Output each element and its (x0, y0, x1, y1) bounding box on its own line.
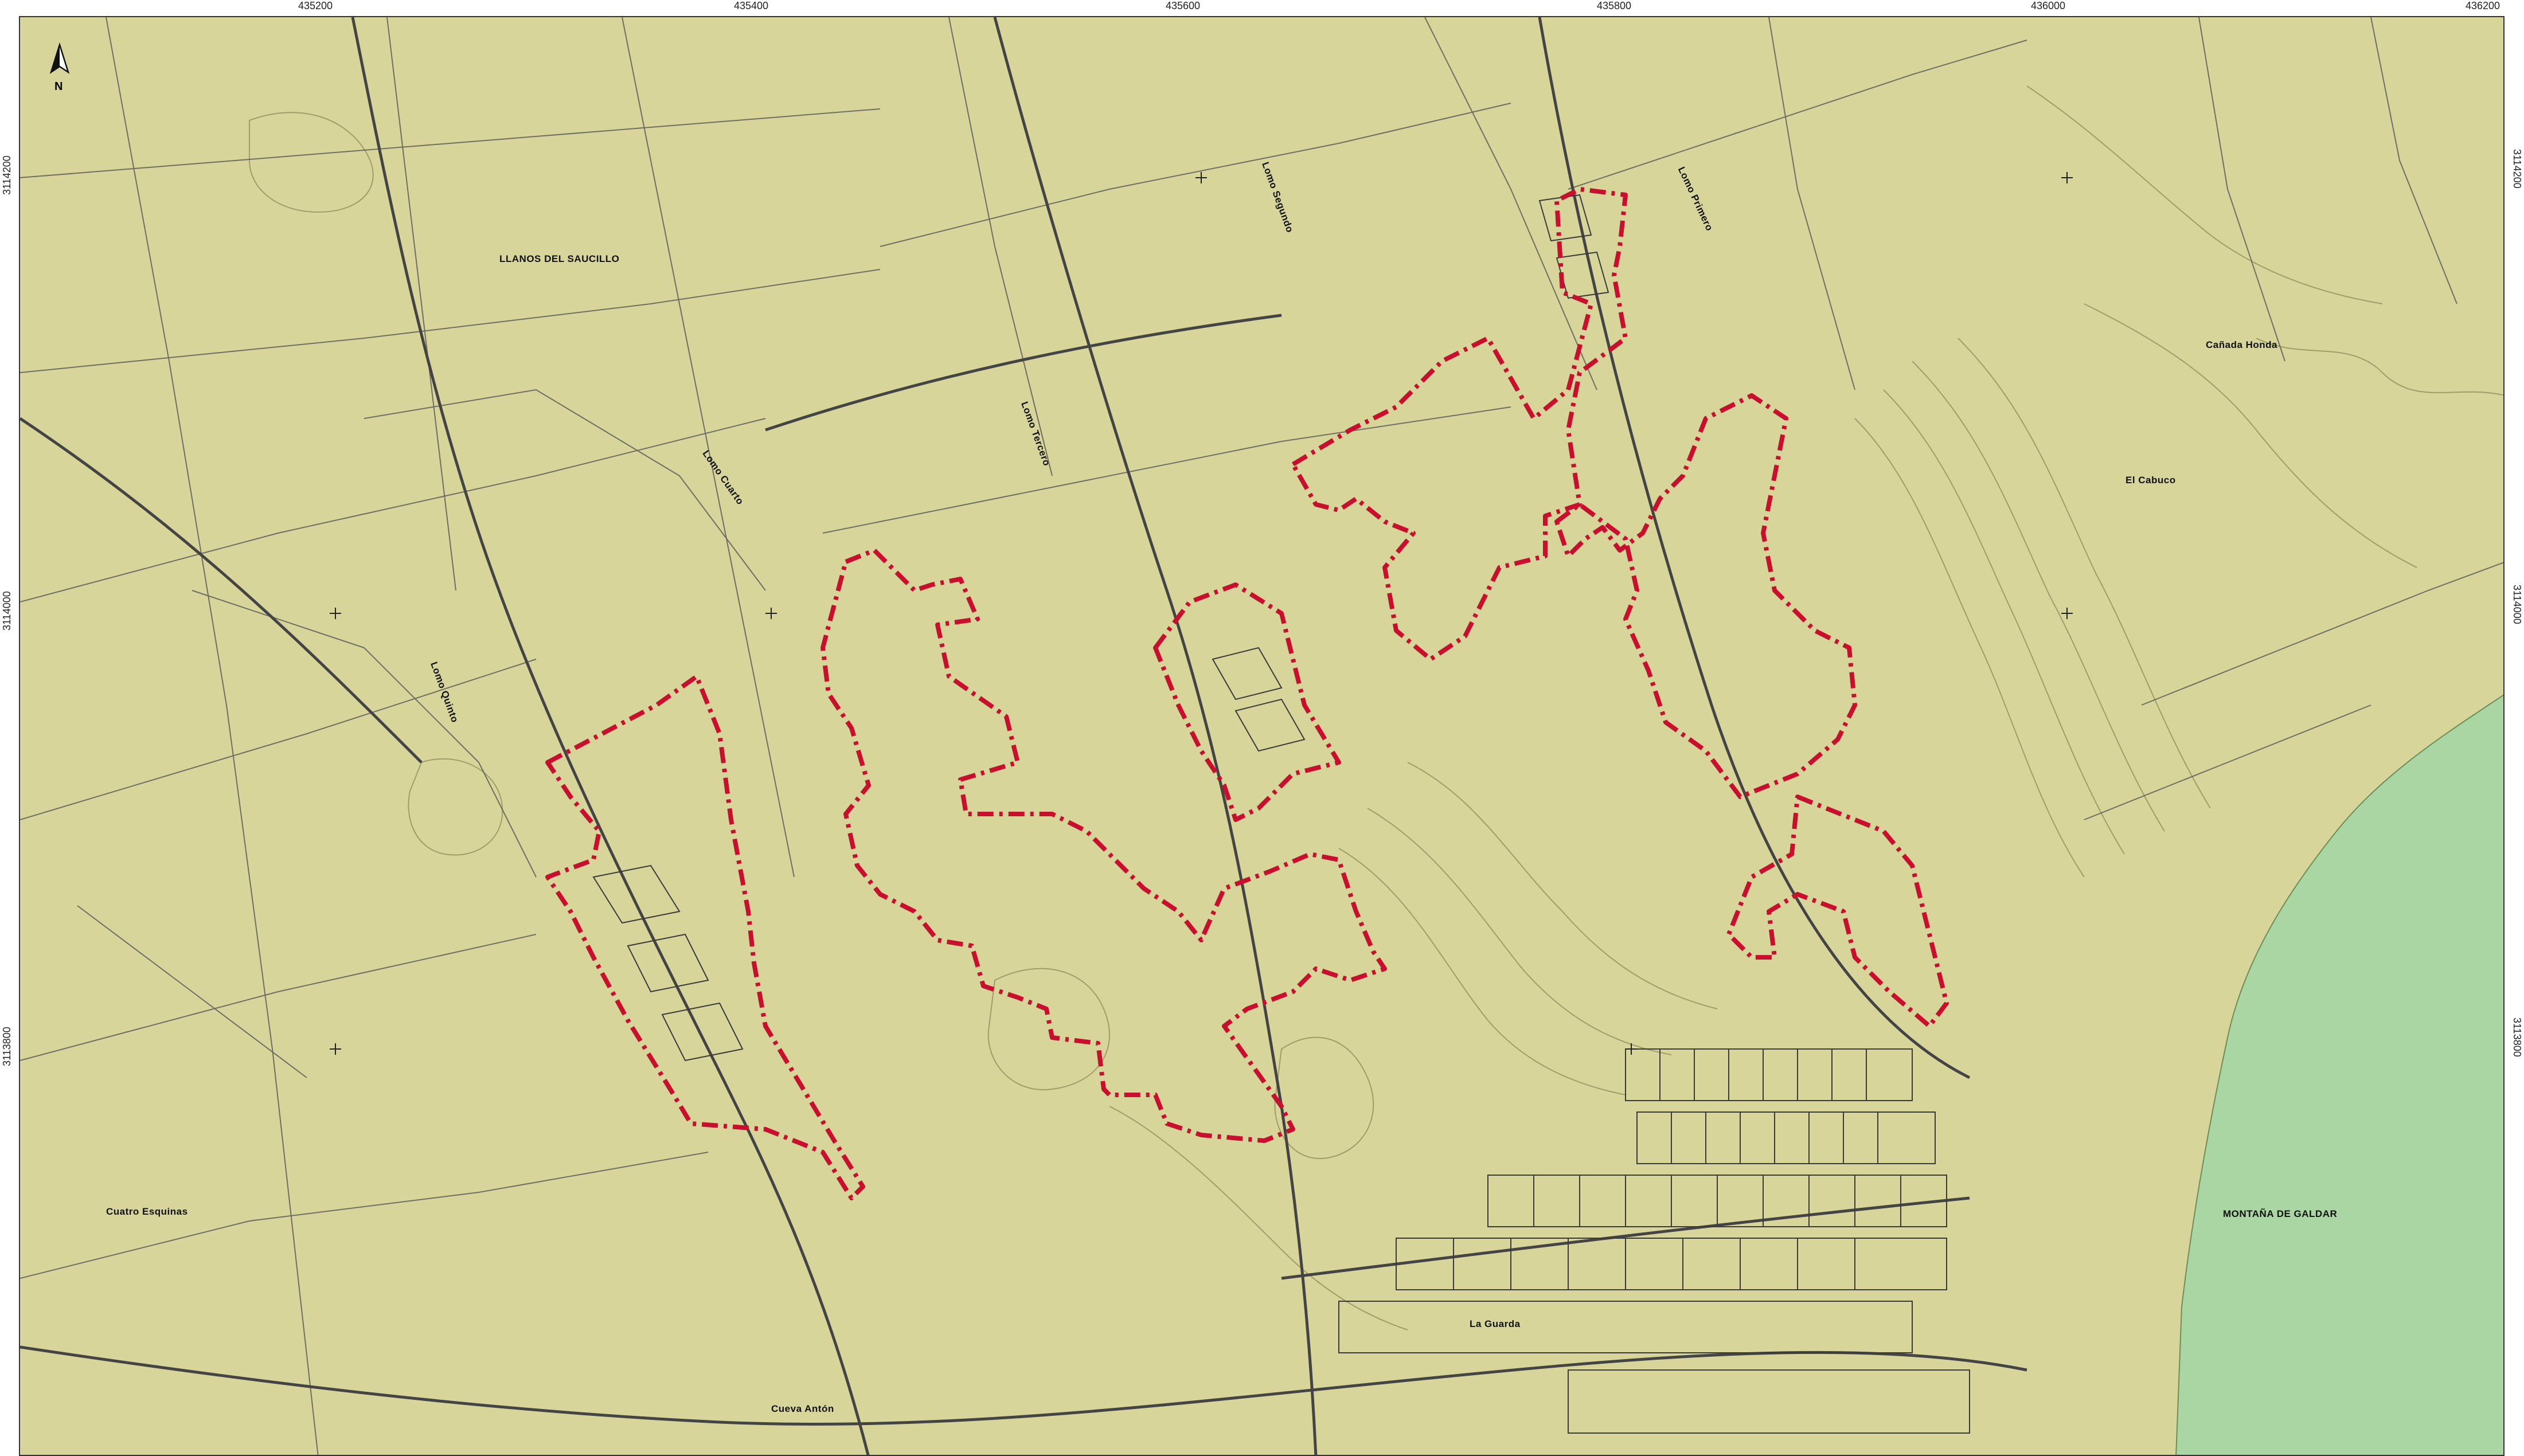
road (20, 1345, 2027, 1426)
settlement-boundaries (545, 187, 1949, 1200)
contour-line (2084, 303, 2417, 568)
x-tick-label: 435200 (298, 0, 333, 11)
north-label: N (54, 80, 63, 93)
contour-line (2026, 85, 2383, 304)
road (765, 314, 1282, 432)
map-frame[interactable]: LLANOS DEL SAUCILLO Lomo Segundo Lomo Pr… (19, 16, 2505, 1456)
parcel-line (192, 590, 537, 878)
urban-block (1338, 1301, 1913, 1353)
grid-cross (1195, 172, 1207, 183)
place-label-canada-honda: Cañada Honda (2206, 339, 2278, 350)
parcel-line (20, 108, 881, 178)
x-tick-label: 435800 (1596, 0, 1632, 11)
parcel-line (822, 406, 1511, 534)
place-label-cuatro-esquinas: Cuatro Esquinas (106, 1206, 188, 1217)
boundary-lomo-primero (1554, 393, 1857, 799)
roads (20, 17, 2027, 1455)
parcel-line (106, 17, 319, 1455)
place-label-llanos: LLANOS DEL SAUCILLO (499, 253, 620, 264)
parcel-line (77, 905, 307, 1078)
parcel-line (20, 934, 537, 1061)
parcel-lines (20, 17, 2503, 1455)
contour-line (1407, 762, 1718, 1009)
place-label-el-cabuco: El Cabuco (2126, 475, 2176, 486)
road (993, 17, 1318, 1455)
place-label-montana-de-galdar: MONTAÑA DE GALDAR (2223, 1208, 2338, 1219)
map-canvas[interactable] (20, 17, 2505, 1456)
y-tick-label: 3114000 (1, 591, 13, 631)
urban-block (1636, 1111, 1936, 1164)
parcel-line (1424, 17, 1597, 390)
contour-line (1883, 389, 2125, 855)
grid-cross (2061, 172, 2073, 183)
contour-line (1958, 338, 2211, 809)
parcel-line (20, 418, 766, 602)
road (1281, 1196, 1970, 1280)
road (20, 417, 423, 764)
terrain-background (20, 17, 2503, 1455)
grid-cross (765, 608, 777, 619)
north-arrow-icon (49, 42, 70, 75)
y-tick-label-right: 3113800 (2511, 1017, 2523, 1057)
contour-line (1274, 1036, 1374, 1160)
grid-crosses (330, 172, 2073, 1055)
grid-cross (330, 1043, 341, 1055)
x-tick-label: 436000 (2030, 0, 2066, 11)
grid-cross (330, 608, 341, 619)
parcel-line (20, 659, 537, 820)
block-divisions (1453, 1049, 1901, 1290)
x-tick-label: 435600 (1165, 0, 1201, 11)
contour-line (2256, 338, 2503, 396)
north-arrow: N (45, 42, 74, 94)
parcel-line (622, 17, 795, 878)
contour-line (1338, 848, 1626, 1095)
parcel-line (20, 269, 881, 373)
boundary-lomo-segundo (1291, 187, 1628, 662)
road (351, 17, 870, 1455)
place-label-cueva-anton: Cueva Antón (771, 1403, 834, 1414)
contour-line (408, 758, 503, 856)
parcel-line (880, 103, 1511, 247)
parcel-line (2141, 562, 2503, 706)
parcel-line (386, 17, 456, 591)
parcel-line (1568, 40, 2027, 190)
road (1538, 17, 1971, 1079)
green-zone (2175, 694, 2503, 1455)
contour-line (1854, 418, 2085, 878)
grid-cross (2061, 608, 2073, 619)
boundary-lomo-quinto (545, 674, 865, 1200)
y-tick-label-right: 3114200 (2511, 149, 2523, 189)
urban-block (1396, 1238, 1947, 1290)
contour-line (1912, 361, 2165, 832)
boundary-lower-primero (1726, 794, 1949, 1028)
boundary-lomo-tercero (1153, 582, 1341, 822)
grid-cross (1626, 1043, 1637, 1055)
x-tick-label: 435400 (733, 0, 769, 11)
parcel-line (2370, 17, 2457, 304)
contour-line (1367, 808, 1672, 1055)
urban-block (1625, 1048, 1913, 1101)
contour-line (1109, 1106, 1408, 1330)
urban-block (1568, 1369, 1970, 1434)
x-tick-label: 436200 (2465, 0, 2500, 11)
place-label-la-guarda: La Guarda (1470, 1318, 1521, 1329)
boundary-lomo-cuarto (821, 548, 1387, 1143)
parcel-line (2084, 704, 2371, 820)
parcel-line (20, 1152, 709, 1279)
parcel-line (948, 17, 1053, 476)
y-tick-label-right: 3114000 (2511, 585, 2523, 624)
parcel-line (364, 389, 766, 591)
y-tick-label: 3113800 (1, 1027, 13, 1066)
parcel-line (1768, 17, 1855, 390)
contour-line (249, 112, 374, 213)
village-blocks (592, 194, 1609, 1062)
y-tick-label: 3114200 (1, 155, 13, 195)
parcel-line (2198, 17, 2285, 362)
urban-blocks (592, 194, 1970, 1434)
